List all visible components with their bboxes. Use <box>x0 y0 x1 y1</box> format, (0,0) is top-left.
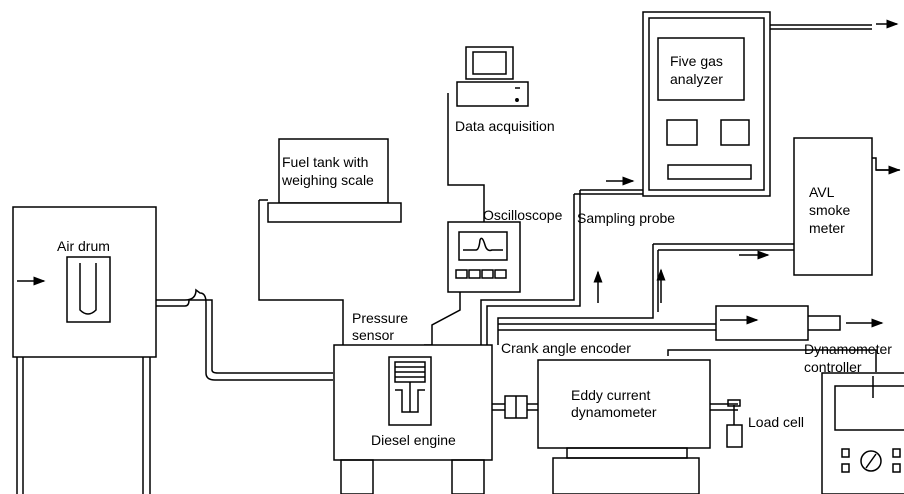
five-gas-analyzer-label: Five gas analyzer <box>670 53 723 87</box>
pressure-sensor-label: Pressure sensor <box>352 310 409 343</box>
oscilloscope-label: Oscilloscope <box>483 207 563 223</box>
load-cell-label: Load cell <box>748 414 805 430</box>
exhaust-pipe <box>498 305 884 341</box>
shaft-coupling <box>492 395 538 419</box>
fuel-tank <box>258 138 402 345</box>
sampling-lines <box>480 176 794 345</box>
fuel-tank-label: Fuel tank with weighing scale <box>282 154 374 188</box>
eddy-current-dynamometer-label: Eddy current dynamometer <box>571 387 657 420</box>
crank-angle-encoder-label: Crank angle encoder <box>501 340 631 356</box>
eddy-current-dynamometer <box>537 359 743 494</box>
data-acquisition-label: Data acquisition <box>455 118 555 134</box>
avl-smoke-meter <box>793 137 901 276</box>
data-acquisition-computer <box>447 46 529 222</box>
sampling-probe-label: Sampling probe <box>577 210 676 226</box>
dynamometer-controller <box>667 349 904 494</box>
five-gas-analyzer <box>642 11 899 197</box>
air-intake-pipe <box>156 288 333 381</box>
avl-smoke-meter-label: AVL smoke meter <box>809 184 851 236</box>
air-drum-label: Air drum <box>57 238 110 254</box>
oscilloscope <box>431 221 521 345</box>
diesel-engine <box>333 344 493 494</box>
dynamometer-controller-label: Dynamometer controller <box>804 341 892 375</box>
diesel-engine-label: Diesel engine <box>371 432 456 448</box>
